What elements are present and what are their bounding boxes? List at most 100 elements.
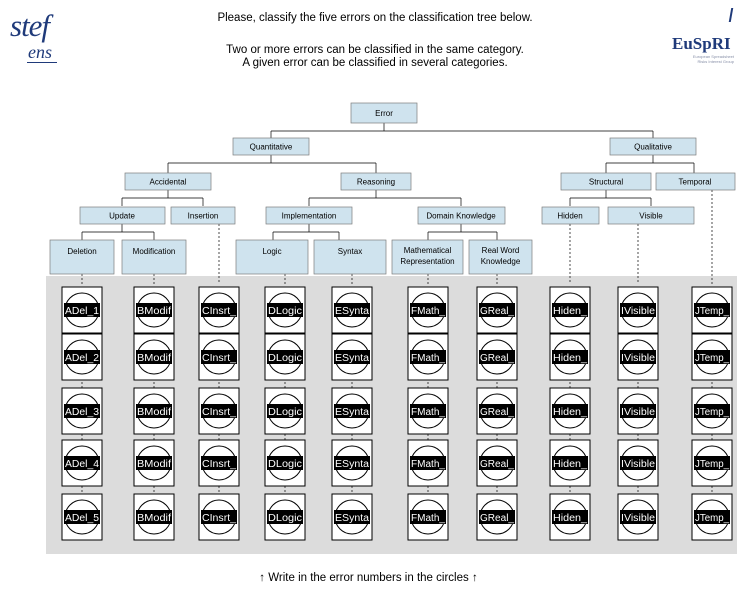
- answer-cell[interactable]: DLogic: [264, 333, 306, 381]
- answer-cell[interactable]: IVisible: [617, 333, 659, 381]
- answer-cell[interactable]: IVisible: [617, 493, 659, 541]
- answer-cell[interactable]: DLogic: [264, 439, 306, 487]
- answer-grid: ADel_1ADel_2ADel_3ADel_4ADel_5BModifBMod…: [61, 286, 733, 541]
- node-reasoning: Reasoning: [340, 172, 412, 191]
- answer-cell[interactable]: ADel_4: [61, 439, 103, 487]
- answer-cell-label: ESynta: [335, 306, 369, 317]
- answer-cell[interactable]: CInsrt_: [198, 286, 240, 334]
- answer-cell-label: Hiden_: [553, 306, 587, 317]
- answer-cell[interactable]: ADel_3: [61, 387, 103, 435]
- answer-cell-label: BModif: [137, 407, 171, 418]
- answer-cell[interactable]: IVisible: [617, 387, 659, 435]
- answer-cell-label: JTemp_: [695, 513, 729, 524]
- answer-label-band: [694, 350, 730, 364]
- answer-cell[interactable]: DLogic: [264, 387, 306, 435]
- answer-cell[interactable]: FMath_: [407, 387, 449, 435]
- answer-cell-label: DLogic: [268, 353, 302, 364]
- instruction-line-2: Two or more errors can be classified in …: [226, 44, 524, 56]
- node-implementation-label: Implementation: [282, 212, 337, 221]
- node-accidental-label: Accidental: [150, 178, 187, 187]
- answer-cell[interactable]: CInsrt_: [198, 493, 240, 541]
- answer-cell-label: CInsrt_: [202, 306, 236, 317]
- answer-cell[interactable]: JTemp_: [691, 439, 733, 487]
- answer-cell[interactable]: DLogic: [264, 493, 306, 541]
- node-real-word-knowledge-label-1: Real Word: [482, 246, 520, 255]
- answer-cell[interactable]: ESynta: [331, 439, 373, 487]
- answer-cell[interactable]: ADel_5: [61, 493, 103, 541]
- node-visible: Visible: [607, 206, 695, 225]
- answer-cell[interactable]: ESynta: [331, 387, 373, 435]
- answer-cell[interactable]: Hiden_: [549, 286, 591, 334]
- answer-cell-label: ESynta: [335, 513, 369, 524]
- answer-cell[interactable]: Hiden_: [549, 387, 591, 435]
- answer-cell[interactable]: DLogic: [264, 286, 306, 334]
- answer-cell[interactable]: GReal_: [476, 493, 518, 541]
- answer-cell[interactable]: Hiden_: [549, 439, 591, 487]
- answer-label-band: [136, 510, 172, 524]
- answer-cell[interactable]: CInsrt_: [198, 387, 240, 435]
- node-logic: Logic: [235, 239, 309, 275]
- answer-label-band: [410, 510, 446, 524]
- answer-label-band: [694, 510, 730, 524]
- answer-cell[interactable]: JTemp_: [691, 493, 733, 541]
- answer-cell[interactable]: ADel_2: [61, 333, 103, 381]
- answer-cell[interactable]: GReal_: [476, 286, 518, 334]
- answer-cell[interactable]: ESynta: [331, 493, 373, 541]
- answer-cell[interactable]: IVisible: [617, 439, 659, 487]
- node-accidental: Accidental: [124, 172, 212, 191]
- node-modification-label: Modification: [133, 247, 176, 256]
- answer-cell-label: IVisible: [621, 513, 655, 524]
- answer-cell[interactable]: FMath_: [407, 439, 449, 487]
- up-arrow-icon: ↑: [259, 572, 266, 584]
- node-quantitative: Quantitative: [232, 137, 310, 156]
- answer-cell[interactable]: BModif: [133, 333, 175, 381]
- answer-cell[interactable]: FMath_: [407, 286, 449, 334]
- answer-cell[interactable]: Hiden_: [549, 333, 591, 381]
- node-mathematical-representation-label-2: Representation: [400, 257, 454, 266]
- node-error: Error: [350, 102, 418, 124]
- answer-cell[interactable]: CInsrt_: [198, 333, 240, 381]
- ens-logo-underline: [27, 62, 57, 66]
- answer-cell-label: JTemp_: [695, 353, 729, 364]
- answer-cell-label: Hiden_: [553, 513, 587, 524]
- answer-label-band: [267, 510, 303, 524]
- answer-cell-label: ADel_2: [65, 353, 99, 364]
- node-structural-label: Structural: [589, 178, 623, 187]
- answer-label-band: [620, 510, 656, 524]
- answer-cell[interactable]: GReal_: [476, 439, 518, 487]
- answer-cell-label: Hiden_: [553, 407, 587, 418]
- answer-cell-label: FMath_: [411, 513, 445, 524]
- answer-cell-label: ADel_3: [65, 407, 99, 418]
- node-syntax-label: Syntax: [338, 247, 362, 256]
- answer-cell[interactable]: BModif: [133, 286, 175, 334]
- answer-cell[interactable]: GReal_: [476, 333, 518, 381]
- answer-cell[interactable]: ADel_1: [61, 286, 103, 334]
- answer-cell[interactable]: Hiden_: [549, 493, 591, 541]
- answer-cell[interactable]: ESynta: [331, 286, 373, 334]
- node-hidden: Hidden: [541, 206, 600, 225]
- node-mathematical-representation: Mathematical Representation: [391, 239, 464, 275]
- answer-cell-label: GReal_: [480, 353, 514, 364]
- answer-label-band: [136, 303, 172, 317]
- node-real-word-knowledge: Real Word Knowledge: [468, 239, 533, 275]
- answer-label-band: [479, 456, 515, 470]
- answer-label-band: [620, 404, 656, 418]
- answer-cell[interactable]: GReal_: [476, 387, 518, 435]
- answer-cell[interactable]: BModif: [133, 493, 175, 541]
- answer-cell[interactable]: BModif: [133, 387, 175, 435]
- answer-cell-label: JTemp_: [695, 407, 729, 418]
- answer-cell[interactable]: ESynta: [331, 333, 373, 381]
- answer-cell[interactable]: FMath_: [407, 493, 449, 541]
- answer-cell[interactable]: JTemp_: [691, 286, 733, 334]
- answer-label-band: [136, 404, 172, 418]
- answer-label-band: [410, 404, 446, 418]
- answer-cell[interactable]: JTemp_: [691, 387, 733, 435]
- answer-cell[interactable]: CInsrt_: [198, 439, 240, 487]
- answer-cell[interactable]: FMath_: [407, 333, 449, 381]
- answer-cell-label: JTemp_: [695, 306, 729, 317]
- answer-label-band: [267, 350, 303, 364]
- answer-cell[interactable]: JTemp_: [691, 333, 733, 381]
- answer-cell[interactable]: IVisible: [617, 286, 659, 334]
- answer-cell[interactable]: BModif: [133, 439, 175, 487]
